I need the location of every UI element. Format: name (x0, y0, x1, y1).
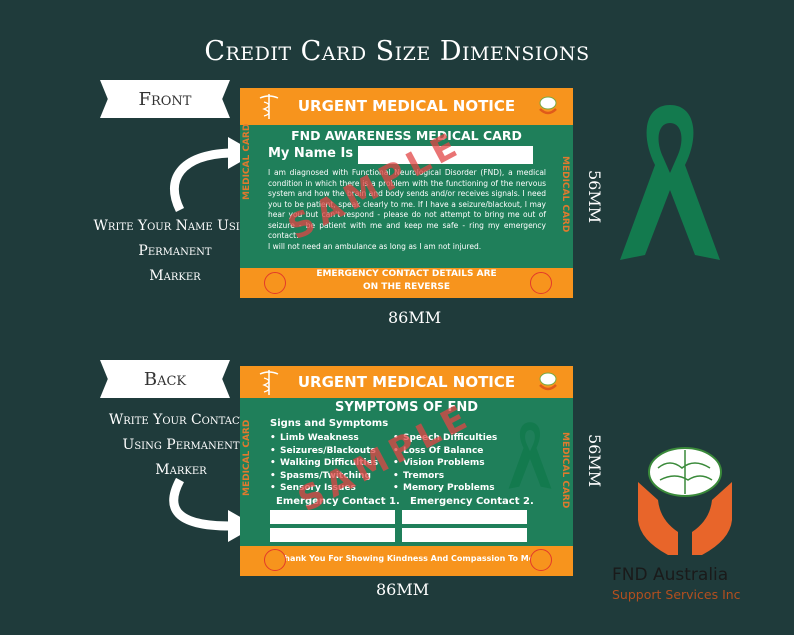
contact1-field-2[interactable] (270, 528, 395, 542)
front-footer-line: ON THE REVERSE (362, 282, 451, 292)
back-instruction-line: Write Your Contacts (108, 412, 254, 428)
back-width-label: 86MM (376, 580, 430, 599)
list-item: Limb Weakness (270, 432, 378, 445)
contact2-field-1[interactable] (402, 510, 527, 524)
medical-star-icon (264, 549, 286, 571)
front-instruction-line: Write Your Name Using (93, 218, 257, 234)
front-banner-label: Front (138, 88, 192, 110)
side-label-left: MEDICAL CARD (242, 123, 252, 200)
list-item: Loss Of Balance (393, 445, 497, 458)
front-width-label: 86MM (388, 308, 442, 327)
contact2-label: Emergency Contact 2. (410, 496, 534, 507)
back-card-title: SYMPTOMS OF FND (335, 400, 478, 415)
front-card: URGENT MEDICAL NOTICE FND AWARENESS MEDI… (240, 88, 573, 298)
back-instruction-line: Using Permanent (122, 437, 240, 453)
medical-star-icon (530, 549, 552, 571)
brain-logo-icon (539, 96, 557, 115)
logo-name: FND Australia (612, 565, 729, 585)
back-card-footer: Thank You For Showing Kindness And Compa… (278, 554, 535, 563)
contact1-label: Emergency Contact 1. (276, 496, 400, 507)
back-instruction: Write Your Contacts Using Permanent Mark… (96, 408, 266, 483)
front-footer-line: EMERGENCY CONTACT DETAILS ARE (316, 269, 497, 279)
list-item: Walking Difficulties (270, 457, 378, 470)
list-item: Sensory Issues (270, 482, 378, 495)
front-instruction: Write Your Name Using Permanent Marker (90, 214, 260, 289)
logo-subtitle: Support Services Inc (612, 587, 741, 602)
caduceus-icon (259, 94, 279, 119)
back-card-header-bar (240, 366, 573, 398)
front-card-body-text: I am diagnosed with Functional Neurologi… (268, 168, 546, 240)
front-card-header-bar (240, 88, 573, 125)
front-card-title: FND AWARENESS MEDICAL CARD (291, 128, 522, 143)
front-instruction-line: Permanent (138, 243, 212, 259)
awareness-ribbon-icon (620, 105, 720, 260)
back-banner: Back (100, 360, 230, 398)
front-card-footer-bar (240, 268, 573, 298)
side-label-right: MEDICAL CARD (560, 156, 570, 233)
symptoms-subtitle: Signs and Symptoms (270, 418, 389, 429)
list-item: Speech Difficulties (393, 432, 497, 445)
list-item: Memory Problems (393, 482, 497, 495)
contact1-field-1[interactable] (270, 510, 395, 524)
back-banner-label: Back (143, 368, 187, 390)
name-field[interactable] (358, 146, 533, 164)
side-label-left: MEDICAL CARD (242, 419, 252, 496)
list-item: Spasms/Twitching (270, 470, 378, 483)
awareness-ribbon-icon (508, 422, 552, 489)
symptoms-left-list: Limb Weakness Seizures/Blackouts Walking… (270, 432, 378, 495)
contact2-field-2[interactable] (402, 528, 527, 542)
medical-star-icon (530, 272, 552, 294)
back-instruction-line: Marker (155, 462, 207, 478)
front-banner: Front (100, 80, 230, 118)
front-height-label: 56MM (585, 170, 604, 224)
list-item: Vision Problems (393, 457, 497, 470)
list-item: Seizures/Blackouts (270, 445, 378, 458)
front-card-footer: EMERGENCY CONTACT DETAILS ARE ON THE REV… (240, 268, 573, 294)
back-card-footer-bar (240, 546, 573, 576)
front-card-header: URGENT MEDICAL NOTICE (297, 97, 516, 115)
brain-logo-icon (539, 372, 557, 391)
side-label-right: MEDICAL CARD (560, 432, 570, 509)
medical-star-icon (264, 272, 286, 294)
caduceus-icon (259, 370, 279, 395)
back-height-label: 56MM (585, 434, 604, 488)
list-item: Tremors (393, 470, 497, 483)
name-label: My Name Is (268, 146, 354, 161)
front-card-body: I am diagnosed with Functional Neurologi… (268, 168, 546, 252)
back-card-header: URGENT MEDICAL NOTICE (297, 373, 516, 391)
symptoms-right-list: Speech Difficulties Loss Of Balance Visi… (393, 432, 497, 495)
back-card: URGENT MEDICAL NOTICE SYMPTOMS OF FND Si… (240, 366, 573, 576)
page-title: Credit Card Size Dimensions (204, 36, 590, 67)
fnd-australia-logo-icon (638, 447, 732, 555)
front-card-body-last: I will not need an ambulance as long as … (268, 241, 482, 251)
front-instruction-line: Marker (149, 268, 201, 284)
